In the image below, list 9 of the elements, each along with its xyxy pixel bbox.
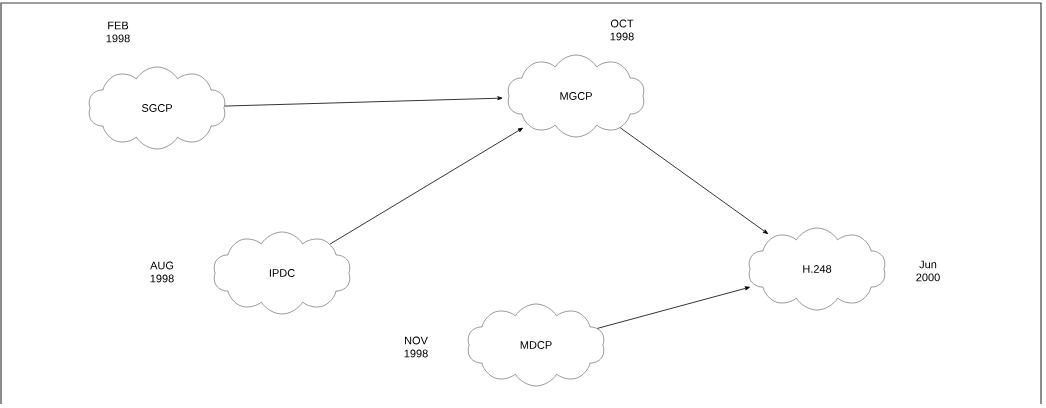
date-label: OCT 1998 — [610, 19, 634, 41]
date-label: AUG 1998 — [150, 261, 174, 283]
date-label: Jun 2000 — [916, 260, 940, 282]
arrow — [224, 96, 503, 107]
arrow — [329, 127, 523, 245]
date-label: FEB 1998 — [106, 21, 130, 43]
arrow — [619, 127, 769, 235]
date-label: NOV 1998 — [404, 336, 428, 358]
arrow — [597, 286, 750, 329]
